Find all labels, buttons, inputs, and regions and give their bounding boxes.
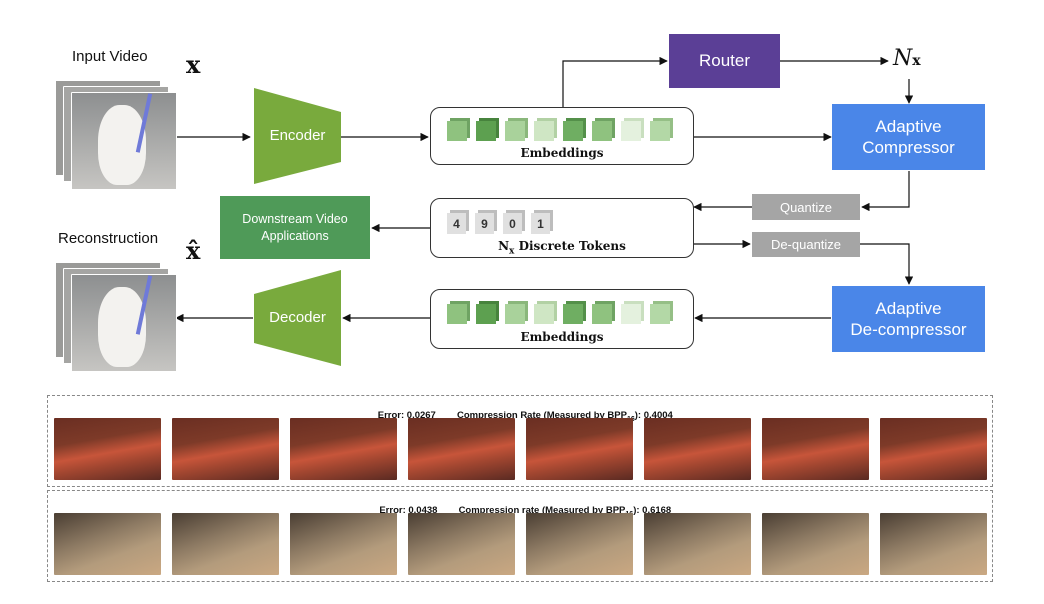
embeddings-bottom-box: Embeddings: [430, 289, 694, 349]
decoder-label: Decoder: [269, 309, 326, 326]
discrete-tokens-label: Nx Discrete Tokens: [431, 239, 693, 256]
downstream-line2: Applications: [261, 228, 329, 243]
token-cube: 4: [447, 213, 466, 234]
panel-2-frame: [408, 513, 515, 575]
embedding-cubes-bottom: [447, 304, 677, 324]
panel-2-rate-value: ): 0.6168: [633, 505, 672, 516]
panel-2-rate: Compression rate (Measured by BPP: [458, 505, 626, 516]
embedding-cube: [447, 121, 467, 141]
panel-1-rate-value: ): 0.4004: [634, 410, 673, 421]
panel-2-frame: [644, 513, 751, 575]
tokens-label-sub: x: [509, 246, 515, 257]
reconstruction-video-stack: [55, 262, 177, 372]
embedding-cube: [650, 304, 670, 324]
encoder-label: Encoder: [269, 127, 326, 144]
input-video-label: Input Video: [72, 48, 148, 65]
panel-2-frame: [880, 513, 987, 575]
panel-1-frame: [762, 418, 869, 480]
adaptive-decompressor-line2: De-compressor: [850, 320, 967, 339]
embedding-cube: [621, 304, 641, 324]
token-cube: 1: [531, 213, 550, 234]
tokens-label-main: N: [498, 239, 510, 253]
adaptive-compressor-box: Adaptive Compressor: [832, 104, 985, 170]
arrow-embeddings-to-router: [562, 56, 668, 107]
downstream-box: Downstream Video Applications: [220, 196, 370, 259]
adaptive-compressor-line1: Adaptive: [875, 117, 942, 136]
embedding-cube: [505, 304, 525, 324]
embeddings-top-box: Embeddings: [430, 107, 694, 165]
nx-sub: x: [912, 53, 921, 69]
panel-2-frame: [290, 513, 397, 575]
embedding-cube: [534, 304, 554, 324]
embedding-cubes-top: [447, 121, 677, 141]
result-panel-2: Error: 0.0438 Compression rate (Measured…: [47, 490, 993, 582]
panel-2-frame: [54, 513, 161, 575]
nx-symbol: Nx: [893, 46, 921, 71]
tokens-label-rest: Discrete Tokens: [514, 239, 626, 253]
embeddings-top-label: Embeddings: [520, 146, 604, 160]
panel-2-frame: [762, 513, 869, 575]
panel-1-frame: [880, 418, 987, 480]
embedding-cube: [563, 304, 583, 324]
adaptive-decompressor-box: Adaptive De-compressor: [832, 286, 985, 352]
panel-1-frame: [408, 418, 515, 480]
recon-symbol: x̂: [186, 236, 201, 265]
discrete-tokens-box: 4 9 0 1 Nx Discrete Tokens: [430, 198, 694, 258]
panel-2-frame: [526, 513, 633, 575]
video-frame-front: [71, 92, 177, 190]
decoder-shape: [254, 270, 341, 366]
panel-1-frame: [290, 418, 397, 480]
downstream-line1: Downstream Video: [242, 211, 348, 226]
router-box: Router: [669, 34, 780, 88]
embedding-cube: [592, 304, 612, 324]
panel-1-rate: Compression Rate (Measured by BPP: [456, 410, 627, 421]
embedding-cube: [476, 304, 496, 324]
embedding-cube: [447, 304, 467, 324]
embeddings-bottom-label: Embeddings: [520, 330, 604, 344]
panel-1-frame: [54, 418, 161, 480]
panel-1-frame: [172, 418, 279, 480]
adaptive-decompressor-line1: Adaptive: [875, 299, 942, 318]
embedding-cube: [592, 121, 612, 141]
embedding-cube: [534, 121, 554, 141]
panel-2-error: Error: 0.0438: [379, 505, 438, 516]
embedding-cube: [650, 121, 670, 141]
embedding-cube: [621, 121, 641, 141]
reconstruction-label: Reconstruction: [58, 230, 159, 247]
embedding-cube: [563, 121, 583, 141]
embedding-cube: [476, 121, 496, 141]
encoder-shape: [254, 88, 341, 184]
result-panel-1: Error: 0.0267 Compression Rate (Measured…: [47, 395, 993, 487]
token-value: 0: [509, 216, 516, 231]
nx-main: N: [893, 46, 913, 71]
panel-1-frame: [526, 418, 633, 480]
adaptive-compressor-line2: Compressor: [862, 138, 955, 157]
panel-2-frame: [172, 513, 279, 575]
token-cube: 0: [503, 213, 522, 234]
token-value: 4: [453, 216, 460, 231]
recon-frame-front: [71, 274, 177, 372]
input-symbol: x: [186, 50, 201, 79]
token-value: 1: [537, 216, 544, 231]
embedding-cube: [505, 121, 525, 141]
arrow-compressor-to-quantize: [861, 171, 910, 212]
input-video-stack: [55, 80, 177, 190]
panel-1-frame: [644, 418, 751, 480]
panel-1-error: Error: 0.0267: [377, 410, 436, 421]
dequantize-box: De-quantize: [752, 232, 860, 257]
token-value: 9: [481, 216, 488, 231]
arrow-dequantize-to-decompressor: [860, 243, 914, 285]
quantize-box: Quantize: [752, 194, 860, 220]
token-cube: 9: [475, 213, 494, 234]
